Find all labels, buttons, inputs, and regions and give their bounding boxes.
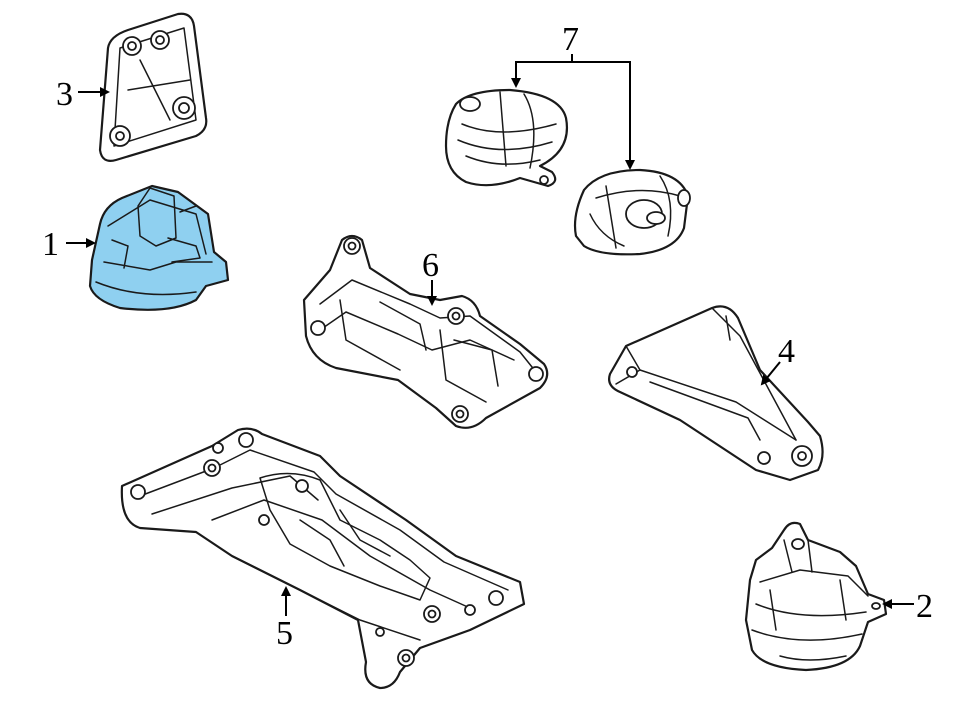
callout-6: 6	[422, 247, 439, 284]
part-5-crossmember[interactable]	[120, 427, 526, 690]
part-6-mounting-bracket[interactable]	[302, 234, 549, 429]
part-1-engine-mount[interactable]	[88, 184, 230, 311]
leader-lines	[66, 54, 914, 616]
callout-2: 2	[916, 588, 933, 625]
part-3-bracket-plate[interactable]	[98, 12, 208, 162]
part-7-mount-lower-right[interactable]	[573, 168, 691, 256]
part-7-mount-upper-left[interactable]	[444, 88, 569, 188]
leader-4	[760, 361, 781, 386]
part-2-engine-mount[interactable]	[744, 521, 888, 672]
callout-1: 1	[42, 226, 59, 263]
callout-3: 3	[56, 76, 73, 113]
callout-7: 7	[562, 21, 579, 58]
callout-4: 4	[778, 333, 795, 370]
part-4-support-arm[interactable]	[608, 305, 824, 482]
callout-5: 5	[276, 615, 293, 652]
